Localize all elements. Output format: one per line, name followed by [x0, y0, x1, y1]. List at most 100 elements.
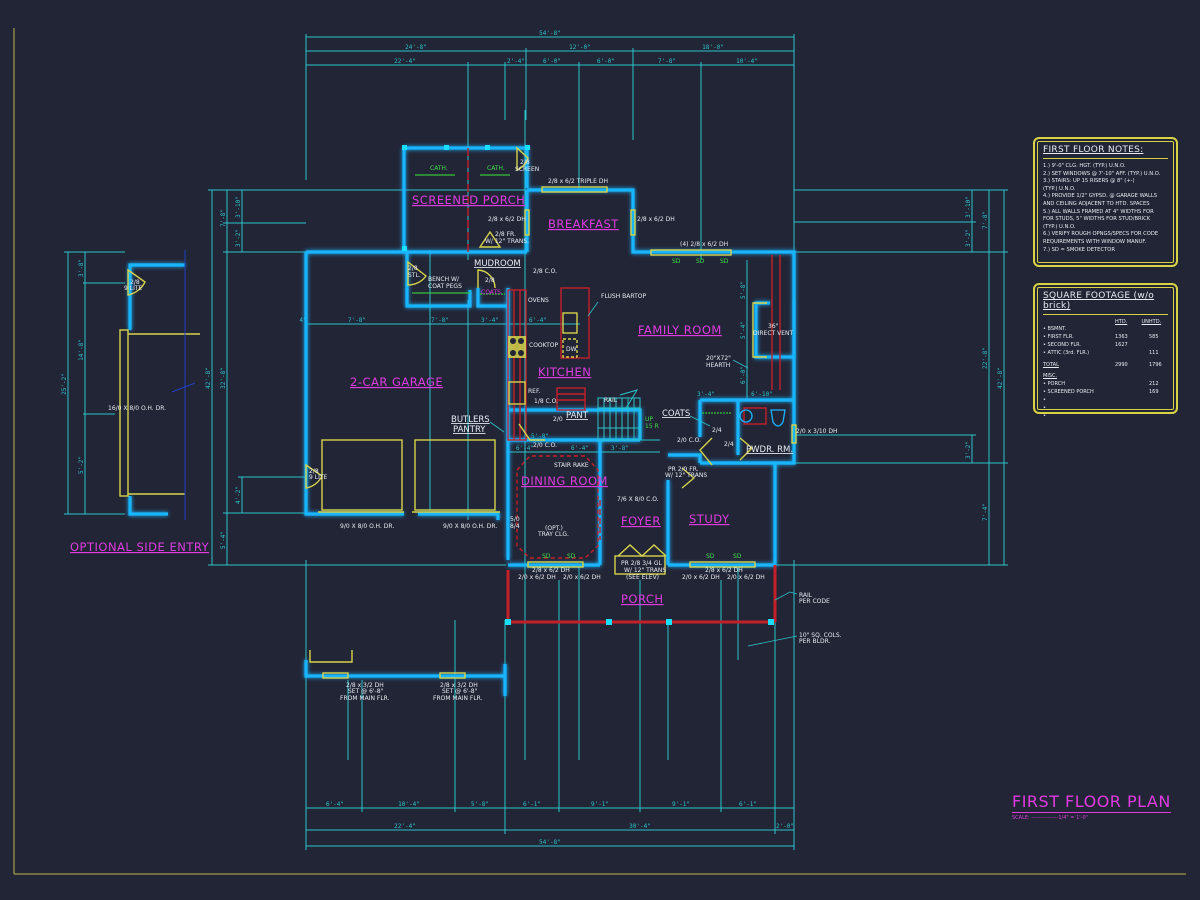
room-coats: COATS [662, 409, 690, 419]
structure-lines [467, 148, 781, 624]
svg-text:SD: SD [567, 553, 576, 560]
svg-text:FROM MAIN FLR.: FROM MAIN FLR. [340, 695, 390, 702]
dimension-label: 2'-0" [776, 823, 794, 830]
note-item: REQUIREMENTS WITH WINDOW MANUF. [1043, 238, 1147, 245]
svg-text:COATS: COATS [481, 289, 501, 296]
dimension-label: 22'-8" [982, 347, 989, 369]
dimension-label: 3'-8" [611, 445, 629, 452]
dimension-label: 12'-0" [569, 44, 591, 51]
room-screened-porch: SCREENED PORCH [412, 193, 525, 207]
svg-text:PER CODE: PER CODE [799, 598, 830, 605]
drawing-title: FIRST FLOOR PLAN [1012, 792, 1171, 813]
svg-text:BENCH W/: BENCH W/ [428, 276, 460, 283]
exterior-walls [128, 146, 796, 696]
svg-text:(OPT.): (OPT.) [545, 525, 563, 532]
sqft-cell-unhtd: 585 [1149, 334, 1159, 340]
sqft-cell-unhtd: 169 [1149, 389, 1159, 395]
svg-text:(SEE ELEV): (SEE ELEV) [626, 574, 659, 581]
svg-text:HEARTH: HEARTH [706, 362, 730, 369]
svg-text:STAIR RAKE: STAIR RAKE [554, 462, 589, 469]
sqft-cell-htd [1115, 325, 1149, 333]
svg-text:9 LITE: 9 LITE [124, 285, 143, 292]
break-symbol [171, 382, 196, 393]
dimension-label: 4'-2" [235, 486, 242, 504]
svg-text:15 R: 15 R [645, 423, 659, 430]
svg-text:7/6 X 8/0 C.O.: 7/6 X 8/0 C.O. [617, 496, 659, 503]
svg-text:2/4: 2/4 [724, 441, 734, 448]
dimension-label: 5'-2" [78, 456, 85, 474]
dimension-label: 42'-8" [997, 367, 1004, 389]
room-garage: 2-CAR GARAGE [350, 375, 443, 389]
dimension-label: 5'-4" [220, 531, 227, 549]
dimension-label: 6'-1" [523, 801, 541, 808]
svg-text:2/0 x 6/2 DH: 2/0 x 6/2 DH [563, 574, 601, 581]
dimension-label: 5'-8" [471, 801, 489, 808]
dimension-label: 7'-8" [658, 58, 676, 65]
dimension-label: 6'-0" [597, 58, 615, 65]
dimension-label: 6'-1" [739, 801, 757, 808]
svg-text:2/8: 2/8 [309, 468, 319, 475]
porch-columns [402, 145, 774, 625]
sqft-row: • [1043, 404, 1168, 412]
square-footage-panel: SQUARE FOOTAGE (w/o brick) HTD. UNHTD. •… [1033, 283, 1178, 419]
svg-text:REF.: REF. [528, 388, 540, 395]
dimension-label: 10'-4" [398, 801, 420, 808]
svg-text:COOKTOP: COOKTOP [529, 342, 558, 349]
dimension-label: 6'-4" [326, 801, 344, 808]
dimension-label: 42'-8" [205, 367, 212, 389]
annotations: CATH. CATH. 2/8 SCREEN 2/8 x 6/2 TRIPLE … [108, 159, 842, 702]
svg-text:DW: DW [566, 346, 577, 353]
svg-text:8/4: 8/4 [510, 523, 520, 530]
notes-list: 1.) 9'-0" CLG. HGT. (TYP.) U.N.O.2.) SET… [1043, 163, 1168, 254]
svg-text:10" SQ. COLS.: 10" SQ. COLS. [799, 632, 842, 639]
dimension-label: 22'-4" [394, 823, 416, 830]
sqft-row: • [1043, 396, 1168, 404]
notes-title: FIRST FLOOR NOTES: [1043, 145, 1168, 159]
svg-text:2/8: 2/8 [520, 159, 530, 166]
sqft-cell-label: TOTAL [1043, 362, 1059, 368]
room-kitchen: KITCHEN [538, 365, 591, 379]
svg-text:SD: SD [696, 258, 705, 265]
sqft-row: • BSMNT. [1043, 325, 1168, 333]
svg-text:FROM MAIN FLR.: FROM MAIN FLR. [433, 695, 483, 702]
dimension-label: 24'-8" [405, 44, 427, 51]
sqft-cell-htd: 1363 [1115, 334, 1128, 340]
sqft-cell-htd [1115, 412, 1149, 420]
svg-text:2/0 x 6/2 DH: 2/0 x 6/2 DH [727, 574, 765, 581]
sqft-header-unhtd: UNHTD. [1141, 319, 1162, 325]
svg-text:SCREEN: SCREEN [515, 166, 539, 173]
fixtures [119, 146, 797, 679]
svg-text:TRAY CLG.: TRAY CLG. [537, 531, 569, 538]
sqft-cell-label: • BSMNT. [1043, 326, 1067, 332]
sheet-border [13, 28, 1186, 875]
svg-text:2/8 x 6/2 DH: 2/8 x 6/2 DH [488, 216, 526, 223]
dimension-label: 5'-4" [740, 321, 747, 339]
sqft-cell-htd [1115, 388, 1149, 396]
svg-text:STL.: STL. [408, 272, 421, 279]
room-foyer: FOYER [621, 514, 661, 528]
sqft-cell-label: • SCREENED PORCH [1043, 389, 1094, 395]
room-butlers-pantry-1: BUTLERS [451, 415, 490, 425]
svg-text:2/0 x 6/2 DH: 2/0 x 6/2 DH [682, 574, 720, 581]
svg-text:2/4: 2/4 [712, 427, 722, 434]
dimension-label: 3'-2" [235, 229, 242, 247]
dimension-label: 3'-2" [965, 441, 972, 459]
room-breakfast: BREAKFAST [548, 217, 619, 231]
svg-text:SD: SD [720, 258, 729, 265]
room-study: STUDY [689, 512, 730, 526]
svg-text:SD: SD [706, 553, 715, 560]
sqft-cell-unhtd: 212 [1149, 381, 1159, 387]
dimension-label: 7'-4" [982, 503, 989, 521]
svg-text:SD: SD [542, 553, 551, 560]
sqft-cell-htd [1115, 404, 1149, 412]
svg-text:CATH.: CATH. [487, 165, 505, 172]
svg-text:2/8 FR.: 2/8 FR. [495, 231, 516, 238]
note-item: 5.) ALL WALLS FRAMED AT 4" WIDTHS FOR [1043, 208, 1154, 215]
dimension-label: 7'-8" [348, 317, 366, 324]
sqft-headers: HTD. UNHTD. [1115, 319, 1168, 325]
sqft-cell-label: • [1043, 397, 1046, 403]
note-item: FOR STUDS, 5" WIDTHS FOR STUD/BRICK [1043, 216, 1151, 223]
dimension-label: 6'-0" [740, 366, 747, 384]
